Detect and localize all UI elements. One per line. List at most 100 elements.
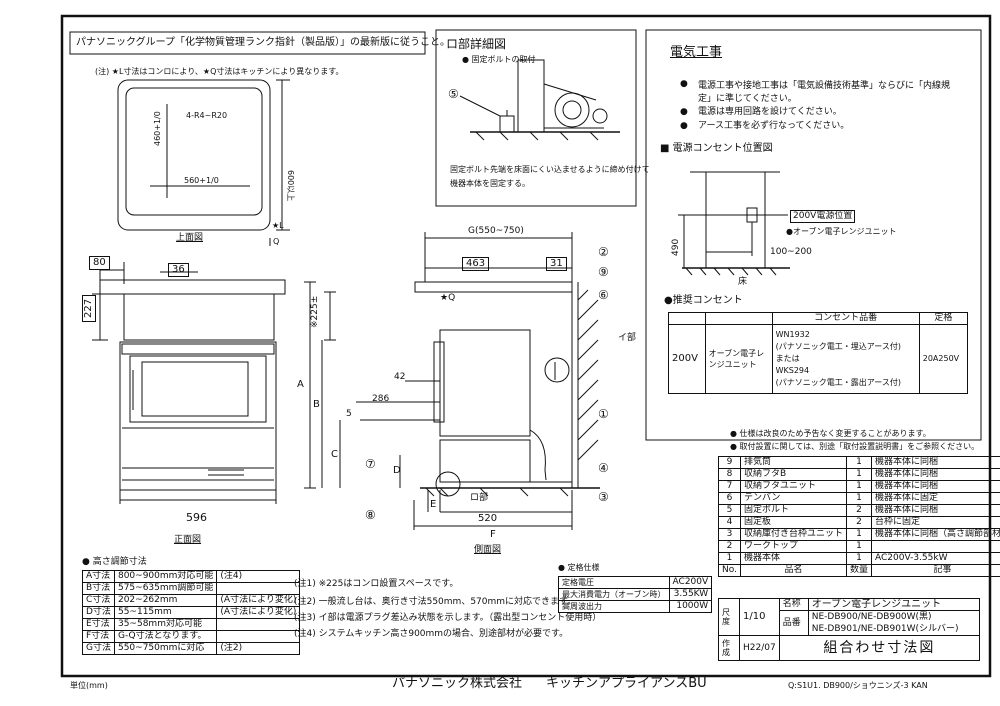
side-dim-c: C	[331, 449, 338, 460]
height-note	[216, 582, 301, 595]
rec-part-3: または	[775, 354, 800, 363]
parts-header-name: 品名	[739, 564, 847, 577]
callout-9: ⑨	[598, 265, 609, 279]
front-view-title: 正面図	[174, 535, 202, 545]
height-table-title: ● 高さ調節寸法	[82, 557, 147, 567]
footnote-1: (注1) ※225はコンロ設置スペースです。	[294, 579, 459, 589]
footnote-3: (注3) イ部は電源プラグ差込み状態を示します。（露出型コンセント使用時）	[294, 613, 602, 623]
model-list: NE-DB900/NE-DB900W(黒) NE-DB901/NE-DB901W…	[807, 610, 981, 636]
height-note: (A寸法により変化)	[216, 594, 301, 607]
part-note: 機器本体に同梱	[870, 456, 1000, 469]
spec-value: 1000W	[668, 600, 713, 613]
height-key: A寸法	[82, 570, 115, 583]
callout-2: ②	[598, 245, 609, 259]
side-dim-a: A	[297, 379, 304, 390]
height-value: 202~262mm	[113, 594, 218, 607]
part-name: 収納フタB	[739, 468, 847, 481]
height-value: G-Q寸法となります。	[113, 630, 218, 643]
outlet-title: ■ 電源コンセント位置図	[660, 143, 773, 154]
outlet-floor: 床	[738, 277, 748, 287]
side-i-part: イ部	[618, 333, 637, 343]
part-qty: 1	[845, 468, 872, 481]
product-name: オーブン電子レンジユニット	[807, 598, 981, 611]
electrical-item-1: 電源工事や接地工事は「電気設備技術基準」ならびに「内線規定」に準じてください。	[698, 81, 951, 104]
detail-desc1: 固定ボルト先端を床面にくい込ませるように締め付けて	[450, 165, 650, 174]
top-view-outer-depth: 600以上	[286, 170, 295, 202]
electrical-bullet-1: ●	[680, 79, 688, 89]
side-g-range: G(550~750)	[468, 226, 524, 236]
parts-header-no: No.	[718, 564, 741, 577]
outlet-dim-490: 490	[671, 238, 681, 256]
height-value: 55~115mm	[113, 606, 218, 619]
height-value: 800~900mm対応可能	[113, 570, 218, 583]
side-dim-463: 463	[462, 257, 490, 271]
recommended-title: ●推奨コンセント	[664, 295, 743, 306]
footer-company: パナソニック株式会社	[392, 676, 523, 691]
spec-value: 3.55KW	[668, 588, 713, 601]
rec-blank2	[704, 312, 773, 325]
part-name: 固定ボルト	[739, 504, 847, 517]
part-no: 7	[718, 480, 741, 493]
title-block: 尺度 1/10 名称 オーブン電子レンジユニット 品番 NE-DB900/NE-…	[718, 598, 981, 661]
front-dim-227: 227	[82, 294, 96, 322]
footer-code: Q:S1U1. DB900/ショウニンズ-3 KAN	[788, 681, 928, 690]
note-right-2: ● 取付設置に関しては、別途「取付設置説明書」をご参照ください。	[730, 442, 980, 451]
rec-header-part: コンセント品番	[771, 312, 920, 325]
top-view-depth: 460+1/0	[153, 111, 162, 146]
top-view-q-mark: Q	[273, 237, 280, 246]
rec-blank	[668, 312, 706, 325]
part-name: 収納庫付き台枠ユニット	[739, 528, 847, 541]
height-value: 550~750mmに対応	[113, 642, 218, 655]
part-note: 機器本体に同梱	[870, 504, 1000, 517]
part-note: 機器本体に同梱	[870, 468, 1000, 481]
spec-key: 高周波出力	[558, 600, 670, 613]
electrical-item-3: アース工事を必ず行なってください。	[698, 121, 850, 131]
rec-part-4: WKS294	[775, 366, 810, 375]
top-view-note: (注) ★L寸法はコンロにより、★Q寸法はキッチンにより異なります。	[95, 67, 344, 76]
notice-text: パナソニックグループ「化学物質管理ランク指針（製品版）」の最新版に従うこと。	[76, 37, 450, 48]
part-note: 機器本体に固定	[870, 492, 1000, 505]
spec-key: 定格電圧	[558, 576, 670, 589]
part-note: AC200V-3.55kW	[870, 552, 1000, 565]
height-value: 35~58mm対応可能	[113, 618, 218, 631]
rec-unit: オーブン電子レンジユニット	[704, 324, 773, 394]
part-qty: 1	[845, 456, 872, 469]
footer-unit: 単位(mm)	[70, 681, 108, 690]
part-name: ワークトップ	[739, 540, 847, 553]
callout-1: ①	[598, 407, 609, 421]
part-no: 2	[718, 540, 741, 553]
footnote-4: (注4) システムキッチン高さ900mmの場合、別途部材が必要です。	[294, 629, 569, 639]
rec-voltage: 200V	[668, 324, 706, 394]
outlet-label: 200V電源位置	[790, 210, 856, 223]
front-width: 596	[186, 511, 207, 524]
front-dim-36: 36	[168, 263, 189, 277]
side-dim-f: F	[490, 529, 496, 540]
rec-rating: 20A250V	[918, 324, 969, 394]
footer-division: キッチンアプライアンスBU	[546, 676, 707, 691]
rec-part-5: (パナソニック電工・露出アース付)	[775, 378, 901, 387]
outlet-dim-100-200: 100~200	[770, 247, 812, 257]
spec-value: AC200V	[668, 576, 713, 589]
part-qty: 1	[845, 540, 872, 553]
top-view-width: 560+1/0	[184, 176, 219, 185]
parts-header-qty: 数量	[845, 564, 872, 577]
